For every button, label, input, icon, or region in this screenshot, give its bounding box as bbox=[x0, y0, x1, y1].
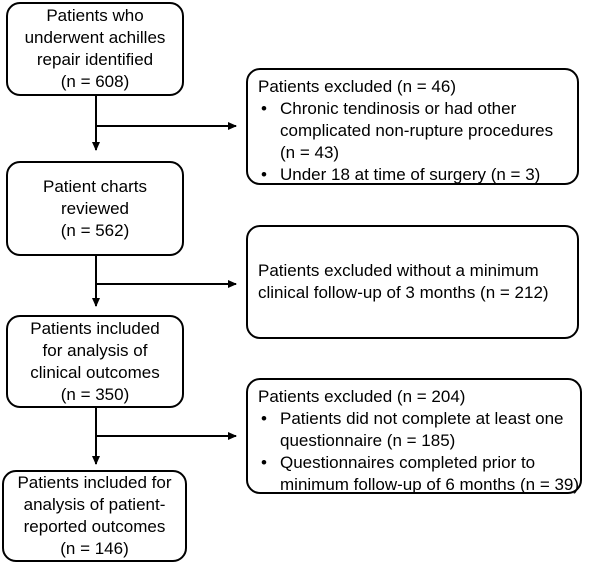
box-text-line: Patient charts bbox=[43, 176, 147, 196]
exclusion-reasons: Patients did not complete at least one q… bbox=[258, 408, 579, 496]
exclusion-box-1: Patients excluded (n = 46) Chronic tendi… bbox=[246, 68, 579, 186]
exclusion-reasons: Chronic tendinosis or had other complica… bbox=[258, 98, 567, 186]
stage-box-clinical-outcomes: Patients included for analysis of clinic… bbox=[6, 315, 184, 408]
stage-box-patient-reported-outcomes: Patients included for analysis of patien… bbox=[2, 470, 187, 562]
box-text-line: clinical follow-up of 3 months (n = 212) bbox=[258, 283, 549, 302]
box-text-line: (n = 562) bbox=[60, 220, 130, 240]
box-text-line: clinical outcomes bbox=[30, 362, 160, 382]
stage-box-reviewed: Patient charts reviewed (n = 562) bbox=[6, 161, 184, 256]
box-text-line: (n = 146) bbox=[60, 539, 129, 558]
exclusion-heading: Patients excluded (n = 204) bbox=[258, 387, 466, 406]
box-text-line: Patients who bbox=[46, 6, 144, 25]
box-text-line: for analysis of bbox=[42, 340, 148, 360]
box-text-line: repair identified bbox=[36, 50, 154, 69]
exclusion-reason: Questionnaires completed prior to minimu… bbox=[258, 452, 579, 496]
exclusion-reason: Chronic tendinosis or had other complica… bbox=[258, 98, 567, 164]
exclusion-box-2: Patients excluded without a minimum clin… bbox=[246, 225, 579, 339]
box-text-line: (n = 608) bbox=[60, 72, 130, 91]
exclusion-box-3: Patients excluded (n = 204) Patients did… bbox=[246, 378, 582, 494]
exclusion-heading: Patients excluded (n = 46) bbox=[258, 77, 456, 96]
exclusion-reason: Under 18 at time of surgery (n = 3) bbox=[258, 164, 567, 186]
box-text-line: reported outcomes bbox=[23, 517, 166, 536]
exclusion-reason: Patients did not complete at least one q… bbox=[258, 408, 570, 452]
box-text-line: Patients included bbox=[30, 318, 160, 338]
stage-box-identified: Patients who underwent achilles repair i… bbox=[6, 2, 184, 96]
box-text-line: reviewed bbox=[60, 198, 130, 218]
box-text-line: analysis of patient- bbox=[23, 495, 166, 514]
box-text-line: Patients included for bbox=[17, 473, 172, 492]
box-text-line: (n = 350) bbox=[60, 384, 130, 404]
box-text-line: underwent achilles bbox=[24, 28, 166, 47]
box-text-line: Patients excluded without a minimum bbox=[258, 261, 539, 280]
